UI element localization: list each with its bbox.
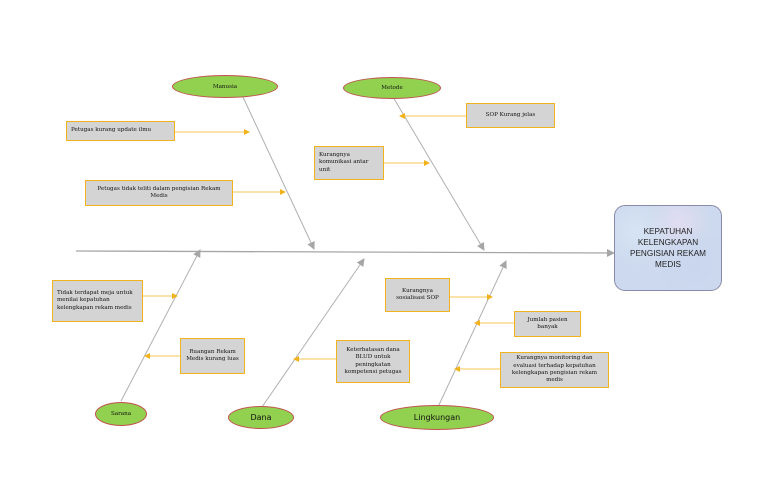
- category-metode: Metode: [343, 77, 441, 99]
- cause-metode-1: SOP Kurang jelas: [466, 103, 555, 128]
- category-sarana: Sarana: [95, 402, 147, 426]
- bone-sarana: [120, 249, 201, 402]
- bone-dana: [261, 258, 365, 408]
- category-manusia: Manusia: [172, 75, 278, 98]
- bone-metode: [392, 96, 485, 251]
- bone-manusia: [241, 94, 315, 250]
- category-lingkungan: Lingkungan: [380, 405, 494, 430]
- cause-lingkungan-3: Kurangnya monitoring dan evaluasi terhad…: [500, 352, 609, 388]
- cause-sarana-1: Tidak terdapat meja untuk menilai kepatu…: [52, 280, 143, 322]
- category-dana: Dana: [228, 406, 294, 429]
- spine-arrow: [75, 248, 615, 257]
- cause-manusia-1: Petugas kurang update ilmu: [66, 121, 175, 141]
- cause-manusia-2: Petugas tidak teliti dalam pengisian Rek…: [85, 180, 233, 206]
- cause-sarana-2: Ruangan Rekam Medis kurang luas: [180, 338, 245, 374]
- cause-dana-1: Keterbatasan dana BLUD untuk peningkatan…: [336, 340, 410, 383]
- cause-lingkungan-1: Kurangnya sosialisasi SOP: [385, 278, 450, 312]
- cause-metode-2: Kurangnya komunikasi antar unit: [314, 146, 384, 180]
- bone-lingkungan: [437, 260, 507, 408]
- cause-lingkungan-2: Jumlah pasien banyak: [514, 311, 581, 337]
- effect-box: KEPATUHAN KELENGKAPAN PENGISIAN REKAM ME…: [614, 205, 722, 291]
